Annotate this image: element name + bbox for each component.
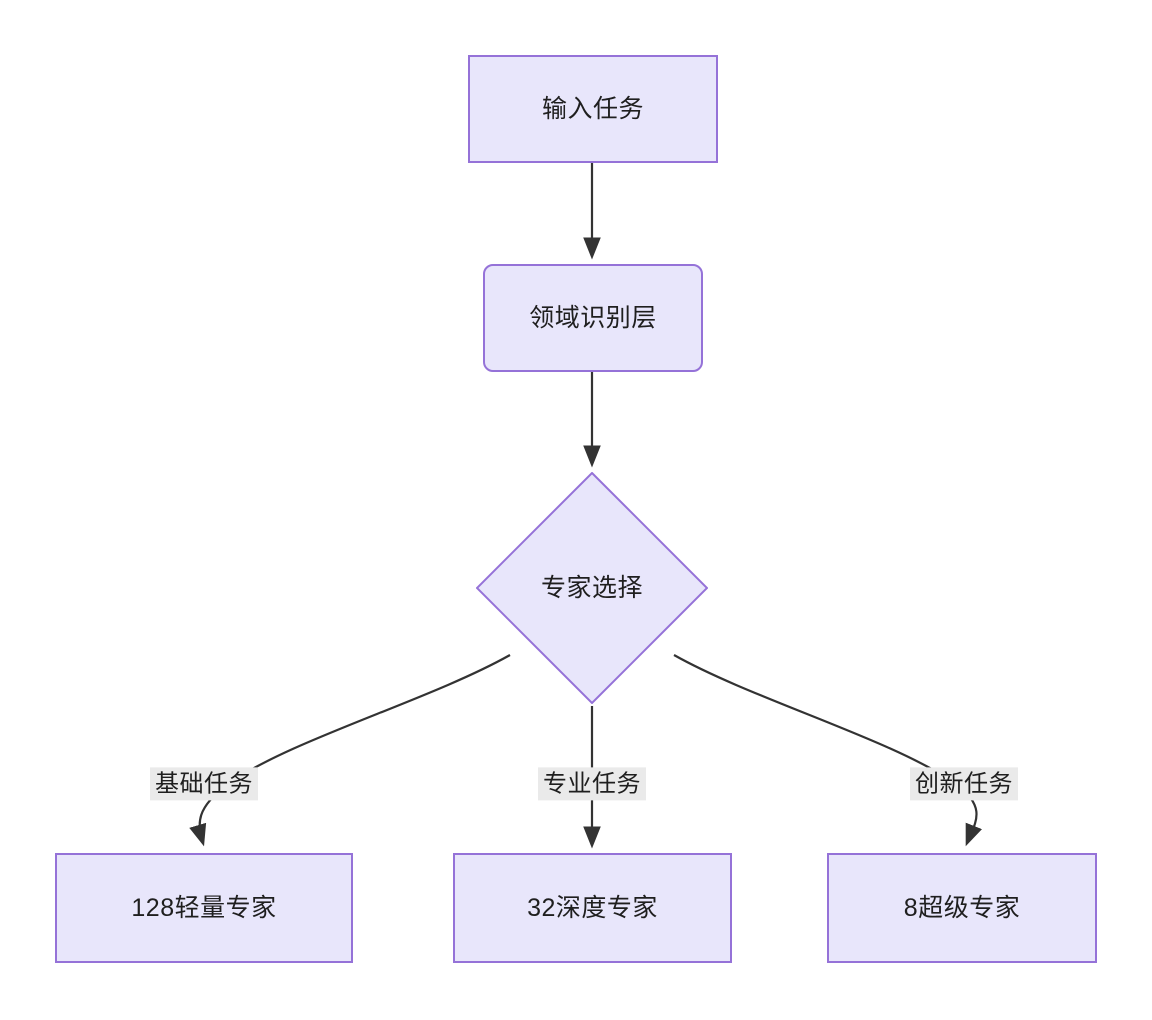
node-deep-experts-label: 32深度专家 <box>527 893 658 922</box>
edge-label-innovation-task: 创新任务 <box>910 767 1018 801</box>
node-expert-selection[interactable]: 专家选择 <box>476 472 708 704</box>
diamond-shape <box>476 472 708 704</box>
edge-selection-to-light <box>189 654 511 847</box>
node-expert-selection-label: 专家选择 <box>540 573 643 602</box>
node-light-experts[interactable]: 128轻量专家 <box>55 853 353 963</box>
node-domain-recognition[interactable]: 领域识别层 <box>483 264 703 372</box>
node-deep-experts[interactable]: 32深度专家 <box>453 853 732 963</box>
node-input-label: 输入任务 <box>541 94 644 123</box>
node-super-experts[interactable]: 8超级专家 <box>827 853 1097 963</box>
node-input[interactable]: 输入任务 <box>468 55 718 163</box>
edge-label-professional-task: 专业任务 <box>538 767 646 801</box>
edge-label-basic-task: 基础任务 <box>150 767 258 801</box>
node-domain-recognition-label: 领域识别层 <box>529 303 657 332</box>
node-light-experts-label: 128轻量专家 <box>131 893 277 922</box>
edge-selection-to-super <box>673 654 983 847</box>
node-super-experts-label: 8超级专家 <box>903 893 1021 922</box>
